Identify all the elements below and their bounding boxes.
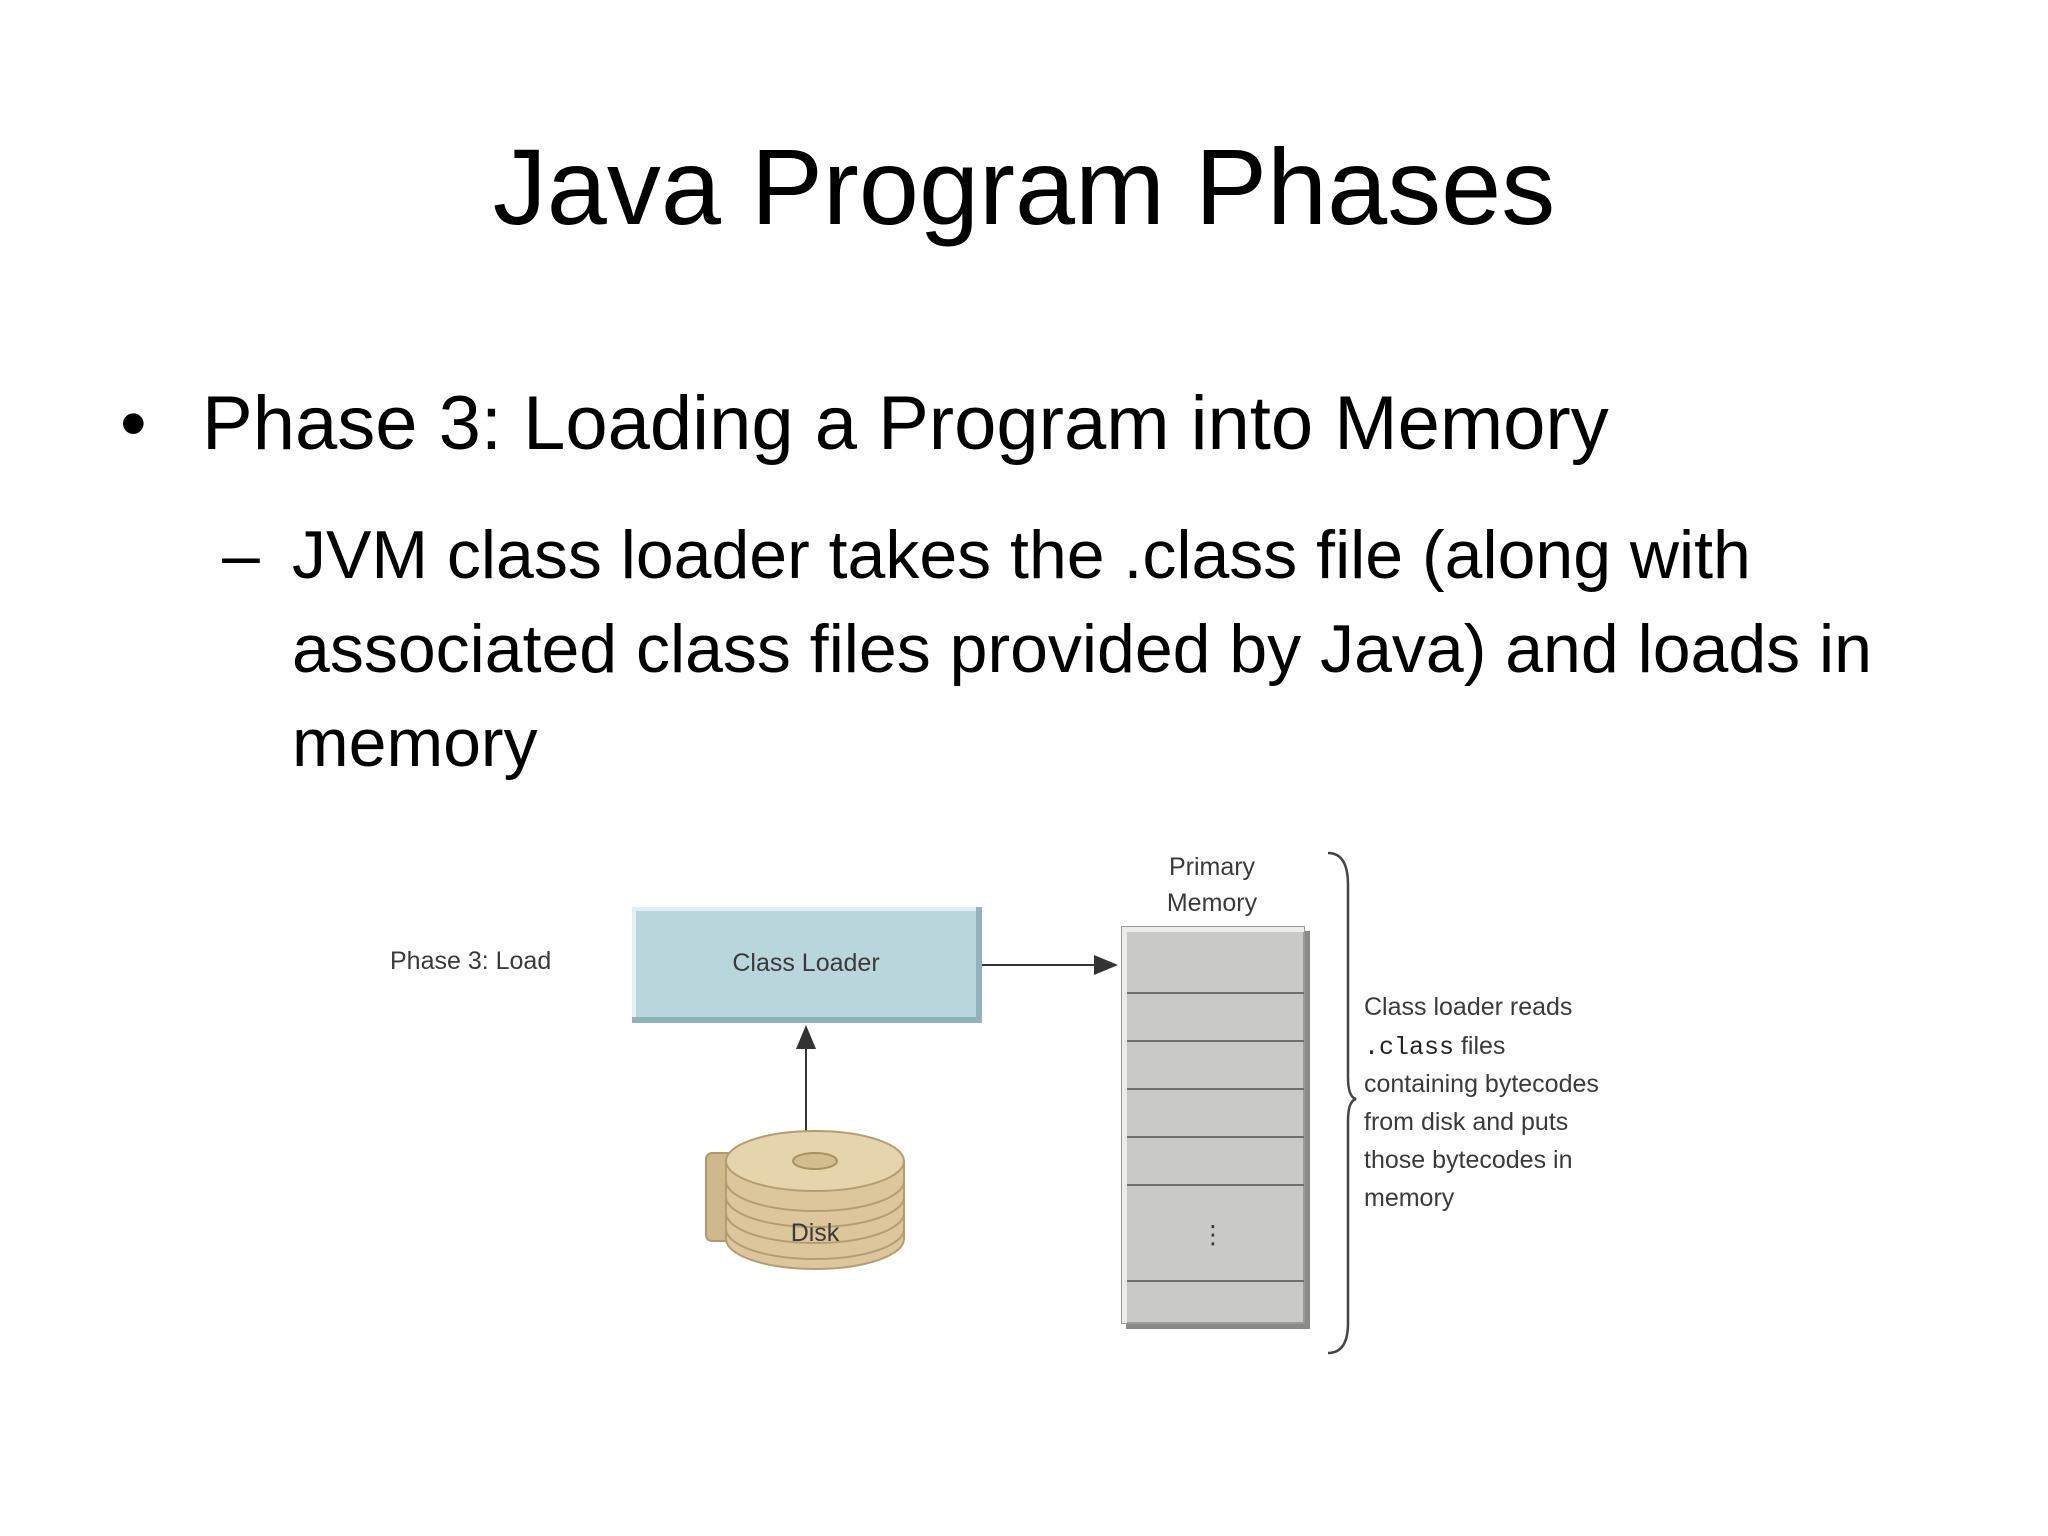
note-line-2: .class files: [1364, 1032, 1505, 1062]
note-line-3: containing bytecodes: [1364, 1070, 1599, 1098]
primary-memory-block: ⋮: [1121, 926, 1310, 1329]
note-class-keyword: .class: [1364, 1033, 1454, 1062]
memory-ellipsis: ⋮: [1201, 1221, 1226, 1249]
diagram-svg: Phase 3: Load Class Loader Disk Primary …: [390, 851, 1599, 1355]
note-line-2-rest: files: [1454, 1032, 1505, 1060]
disk-label: Disk: [791, 1219, 840, 1247]
primary-memory-label-line1: Primary: [1169, 853, 1256, 881]
bullet-text: Phase 3: Loading a Program into Memory: [202, 381, 1609, 466]
phase-3-diagram: Phase 3: Load Class Loader Disk Primary …: [360, 845, 1660, 1365]
bullet-marker: •: [120, 381, 147, 466]
sub-bullet-text: JVM class loader takes the .class file (…: [292, 517, 1872, 781]
disk-icon: Disk: [705, 1130, 905, 1270]
slide-title: Java Program Phases: [492, 126, 1556, 247]
phase-3-load-label: Phase 3: Load: [390, 947, 551, 975]
note-line-5: those bytecodes in: [1364, 1146, 1572, 1174]
note-line-1: Class loader reads: [1364, 993, 1572, 1021]
memory-brace: [1327, 851, 1357, 1355]
note-line-4: from disk and puts: [1364, 1108, 1568, 1136]
class-loader-note: Class loader reads .class files containi…: [1364, 993, 1599, 1212]
sub-bullet-marker: –: [222, 517, 260, 593]
primary-memory-label-line2: Memory: [1167, 889, 1258, 917]
class-loader-label: Class Loader: [732, 949, 879, 977]
note-line-6: memory: [1364, 1184, 1455, 1212]
class-loader-box: Class Loader: [632, 907, 982, 1023]
